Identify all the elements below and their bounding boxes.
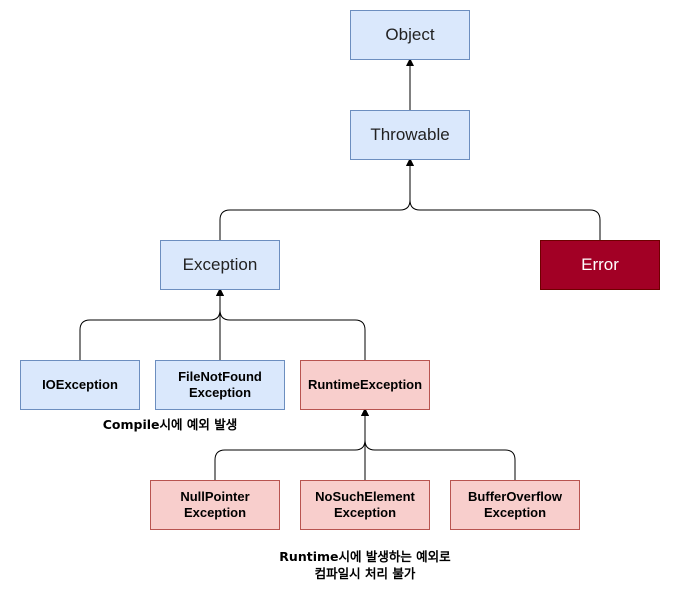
node-nullpointer-label-2: Exception [183, 505, 247, 520]
node-error: Error [540, 240, 660, 290]
node-throwable: Throwable [350, 110, 470, 160]
edge-exception-throwable [219, 158, 414, 240]
node-object-label: Object [385, 25, 435, 44]
node-filenotfound: FileNotFound Exception [155, 360, 285, 410]
node-bufferoverflow-label-2: Exception [483, 505, 547, 520]
runtime-note-line-1: Runtime시에 발생하는 예외로 [279, 549, 451, 564]
node-nosuchelement: NoSuchElement Exception [300, 480, 430, 530]
node-filenotfound-label-2: Exception [188, 385, 252, 400]
node-nosuchelement-label-2: Exception [333, 505, 397, 520]
node-ioexception-label: IOException [42, 377, 118, 392]
node-nullpointer-label-1: NullPointer [180, 489, 250, 504]
node-nosuchelement-label-1: NoSuchElement [315, 489, 415, 504]
node-exception-label: Exception [182, 255, 258, 274]
node-object: Object [350, 10, 470, 60]
edge-ioexception-exception [79, 288, 224, 360]
node-exception: Exception [160, 240, 280, 290]
edge-bufferoverflow-runtime [361, 408, 516, 480]
node-error-label: Error [581, 255, 619, 274]
runtime-note-line-2: 컴파일시 처리 불가 [314, 566, 416, 581]
runtime-note: Runtime시에 발생하는 예외로 컴파일시 처리 불가 [265, 548, 465, 582]
node-bufferoverflow-label-1: BufferOverflow [468, 489, 562, 504]
node-runtime-exception-label: RuntimeException [307, 377, 423, 392]
node-nullpointer: NullPointer Exception [150, 480, 280, 530]
node-bufferoverflow: BufferOverflow Exception [450, 480, 580, 530]
node-ioexception: IOException [20, 360, 140, 410]
edge-error-throwable [406, 158, 601, 240]
node-throwable-label: Throwable [370, 125, 450, 144]
edge-runtime-exception [216, 288, 366, 360]
node-runtime-exception: RuntimeException [300, 360, 430, 410]
compile-note: Compile시에 예외 발생 [102, 417, 238, 432]
node-filenotfound-label-1: FileNotFound [178, 369, 262, 384]
edge-nullpointer-runtime [214, 408, 369, 480]
